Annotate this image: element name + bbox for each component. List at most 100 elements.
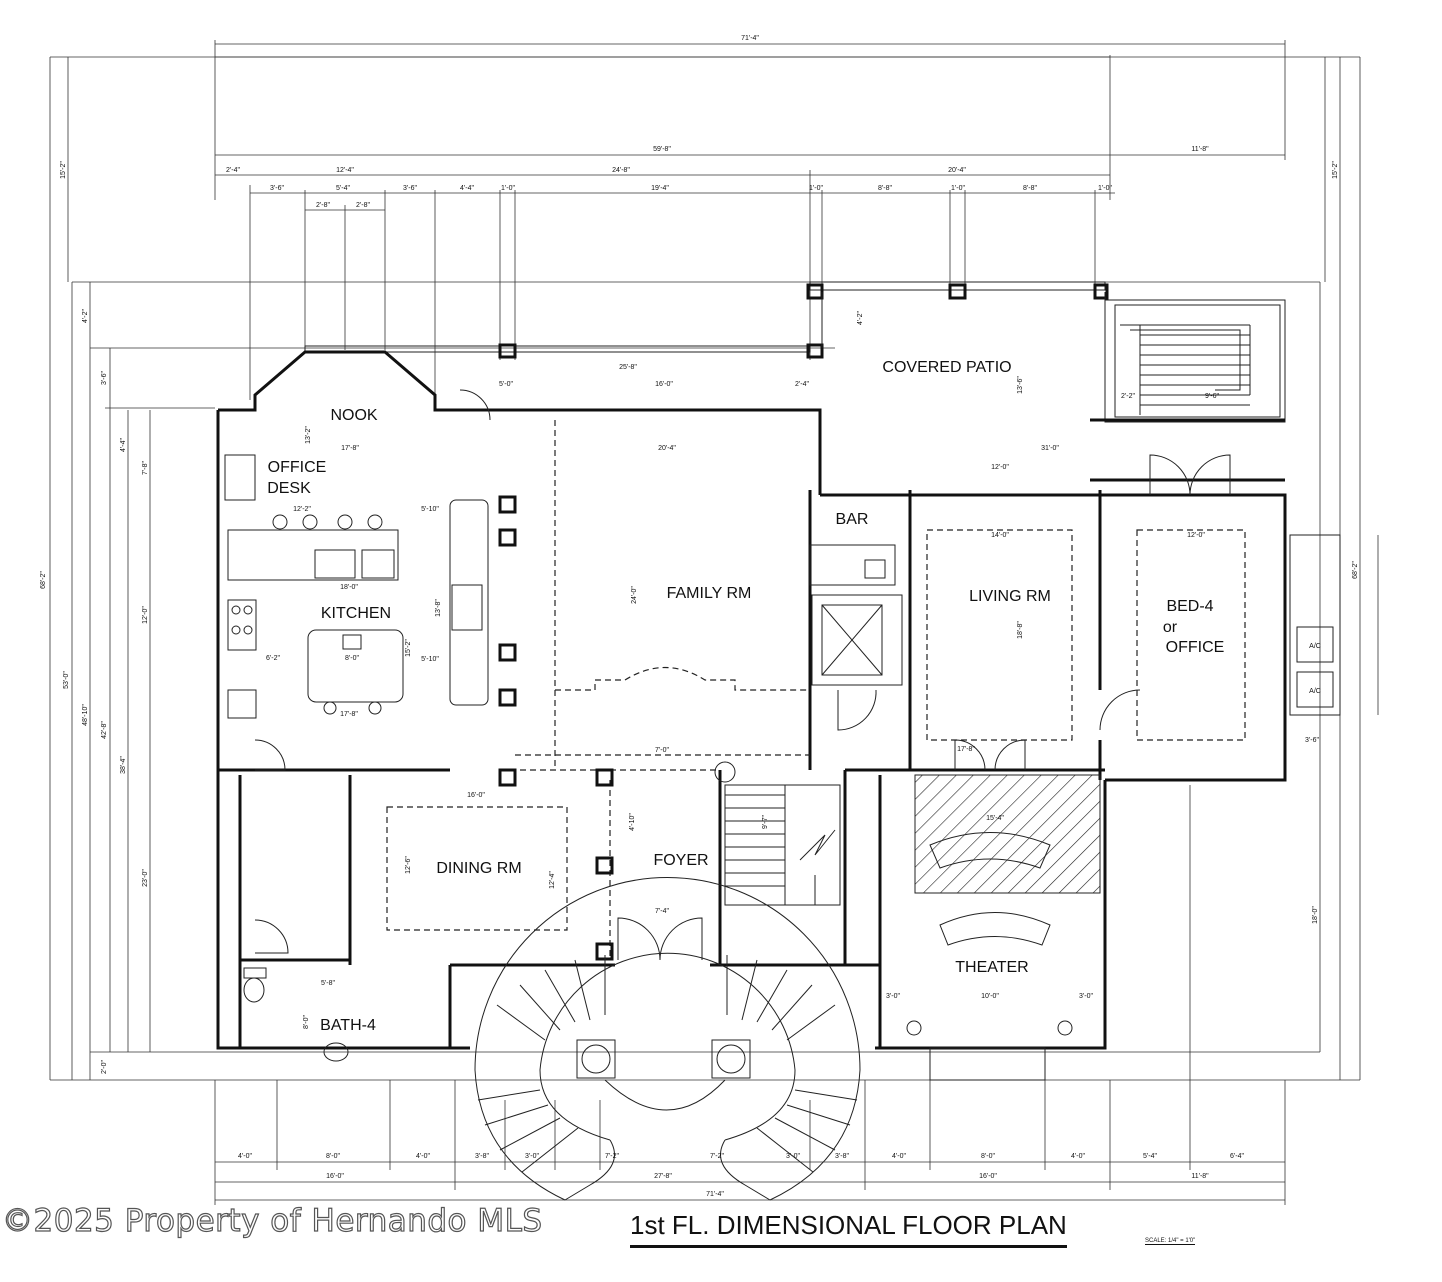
dim-theater-3b: 3'-0" xyxy=(1079,993,1093,1000)
dim-left-15-2: 15'-2" xyxy=(60,161,67,179)
dim-bath-8-0: 8'-0" xyxy=(303,1015,310,1029)
dim-dining-12-4: 12'-4" xyxy=(549,871,556,889)
dim-top-a: 2'-4" xyxy=(226,167,240,174)
room-label-bar: BAR xyxy=(836,511,869,528)
ac-units: A/C A/C xyxy=(929,534,1341,1081)
dim-family-2-4: 2'-4" xyxy=(795,381,809,388)
dim-left-2-0: 2'-0" xyxy=(101,1060,108,1074)
dim-bot-3-8b: 3'-8" xyxy=(835,1153,849,1160)
room-label-bed4-1: BED-4 xyxy=(1166,598,1213,615)
room-label-living-rm: LIVING RM xyxy=(969,588,1051,605)
dim-left-3-6: 3'-6" xyxy=(101,371,108,385)
dim-bath-5-8: 5'-8" xyxy=(321,980,335,987)
dim-theater-3a: 3'-0" xyxy=(886,993,900,1000)
dim-top-f: 5'-4" xyxy=(336,185,350,192)
interior-stair xyxy=(714,761,841,906)
dim-top-o: 1'-0" xyxy=(1098,185,1112,192)
dim-foyer-7-4: 7'-4" xyxy=(655,908,669,915)
dim-left-4-4: 4'-4" xyxy=(120,438,127,452)
plan-title: 1st FL. DIMENSIONAL FLOOR PLAN xyxy=(630,1210,1067,1248)
scale-note: SCALE: 1/4" = 1'0" xyxy=(1145,1238,1196,1245)
dim-bot-6-4: 6'-4" xyxy=(1230,1153,1244,1160)
dim-left-48-10: 48'-10" xyxy=(82,704,89,726)
dim-bed-12: 12'-0" xyxy=(1187,532,1205,539)
kitchen-fixtures xyxy=(224,454,489,719)
bar-elevator xyxy=(809,544,903,686)
dim-bot-3b: 3'-0" xyxy=(786,1153,800,1160)
bath-fixtures xyxy=(243,967,349,1062)
room-label-kitchen: KITCHEN xyxy=(321,605,391,622)
dim-kitchen-18: 18'-0" xyxy=(340,584,358,591)
dim-kitchen-15-2: 15'-2" xyxy=(405,639,412,657)
dim-bot-4d: 4'-0" xyxy=(1071,1153,1085,1160)
dim-top-q: 2'-8" xyxy=(356,202,370,209)
dim-left-4-2: 4'-2" xyxy=(82,309,89,323)
exterior-walls xyxy=(216,350,1287,1050)
dim-left-7-8: 7'-8" xyxy=(142,461,149,475)
dim-foyer-4-10: 4'-10" xyxy=(629,813,636,831)
dim-top-d: 20'-4" xyxy=(948,167,966,174)
room-label-bath4: BATH-4 xyxy=(320,1017,376,1034)
dim-top-j: 19'-4" xyxy=(651,185,669,192)
dim-foyer-7: 7'-0" xyxy=(655,747,669,754)
dim-family-24: 24'-0" xyxy=(631,586,638,604)
dashed-outlines xyxy=(386,420,1246,960)
dim-left-53: 53'-0" xyxy=(63,671,70,689)
theater-area xyxy=(906,774,1101,1036)
dim-bot-3-8a: 3'-8" xyxy=(475,1153,489,1160)
dim-living-12: 12'-0" xyxy=(991,464,1009,471)
dim-family-20-4: 20'-4" xyxy=(658,445,676,452)
dim-theater-15-4: 15'-4" xyxy=(986,815,1004,822)
dim-kitchen-6-2: 6'-2" xyxy=(266,655,280,662)
dim-overall-depth-right: 68'-2" xyxy=(1352,561,1359,579)
room-labels: COVERED PATIO NOOK OFFICE DESK KITCHEN F… xyxy=(267,359,1224,1034)
dim-kitchen-8: 8'-0" xyxy=(345,655,359,662)
dim-bot-8a: 8'-0" xyxy=(326,1153,340,1160)
dim-patio-31: 31'-0" xyxy=(1041,445,1059,452)
dim-nook-25-8: 25'-8" xyxy=(619,364,637,371)
room-label-covered-patio: COVERED PATIO xyxy=(882,359,1011,376)
dim-bot-7-2a: 7'-2" xyxy=(605,1153,619,1160)
dimension-labels: 71'-4" 59'-8" 11'-8" 2'-4" 12'-4" 24'-8"… xyxy=(40,35,1359,1198)
dim-theater-10: 10'-0" xyxy=(981,993,999,1000)
dim-kitchen-5-10b: 5'-10" xyxy=(421,656,439,663)
dim-overall-width-bottom: 71'-4" xyxy=(706,1191,724,1198)
dim-top-m: 1'-0" xyxy=(951,185,965,192)
dim-bot-7-2b: 7'-2" xyxy=(710,1153,724,1160)
side-dimension-lines xyxy=(49,56,1379,1081)
interior-walls xyxy=(218,490,1105,1048)
exterior-stair-top-right xyxy=(1104,299,1286,423)
curved-staircase xyxy=(474,877,861,1201)
dim-patio-13-6: 13'-6" xyxy=(1017,376,1024,394)
dim-top-p: 2'-8" xyxy=(316,202,330,209)
covered-patio-structure xyxy=(304,281,1109,359)
dim-left-12: 12'-0" xyxy=(142,606,149,624)
dim-living-17-8: 17'-8" xyxy=(957,746,975,753)
dim-kitchen-12-2: 12'-2" xyxy=(293,506,311,513)
dim-stair-2-2: 2'-2" xyxy=(1121,393,1135,400)
dim-kitchen-5-10a: 5'-10" xyxy=(421,506,439,513)
dim-family-16: 16'-0" xyxy=(655,381,673,388)
doors xyxy=(254,389,1231,961)
dim-bot-5-4: 5'-4" xyxy=(1143,1153,1157,1160)
dim-living-18-8: 18'-8" xyxy=(1017,621,1024,639)
dim-patio-4-2: 4'-2" xyxy=(857,311,864,325)
dim-bot-16b: 16'-0" xyxy=(979,1173,997,1180)
dim-top-b: 12'-4" xyxy=(336,167,354,174)
dim-left-42-8: 42'-8" xyxy=(101,721,108,739)
dim-top-c: 24'-8" xyxy=(612,167,630,174)
columns xyxy=(498,495,614,961)
dim-left-23: 23'-0" xyxy=(142,869,149,887)
dim-top-g: 3'-6" xyxy=(403,185,417,192)
dim-living-14: 14'-0" xyxy=(991,532,1009,539)
dim-overall-width-top: 71'-4" xyxy=(741,35,759,42)
dim-top-i: 1'-0" xyxy=(501,185,515,192)
dim-bot-4c: 4'-0" xyxy=(892,1153,906,1160)
dim-left-38-4: 38'-4" xyxy=(120,756,127,774)
dim-right-wing: 11'-8" xyxy=(1191,146,1209,153)
dim-family-5: 5'-0" xyxy=(499,381,513,388)
dim-nook-17-8: 17'-8" xyxy=(341,445,359,452)
dim-right-15-2: 15'-2" xyxy=(1332,161,1339,179)
dim-bot-4b: 4'-0" xyxy=(416,1153,430,1160)
dim-bed-3-6: 3'-6" xyxy=(1305,737,1319,744)
